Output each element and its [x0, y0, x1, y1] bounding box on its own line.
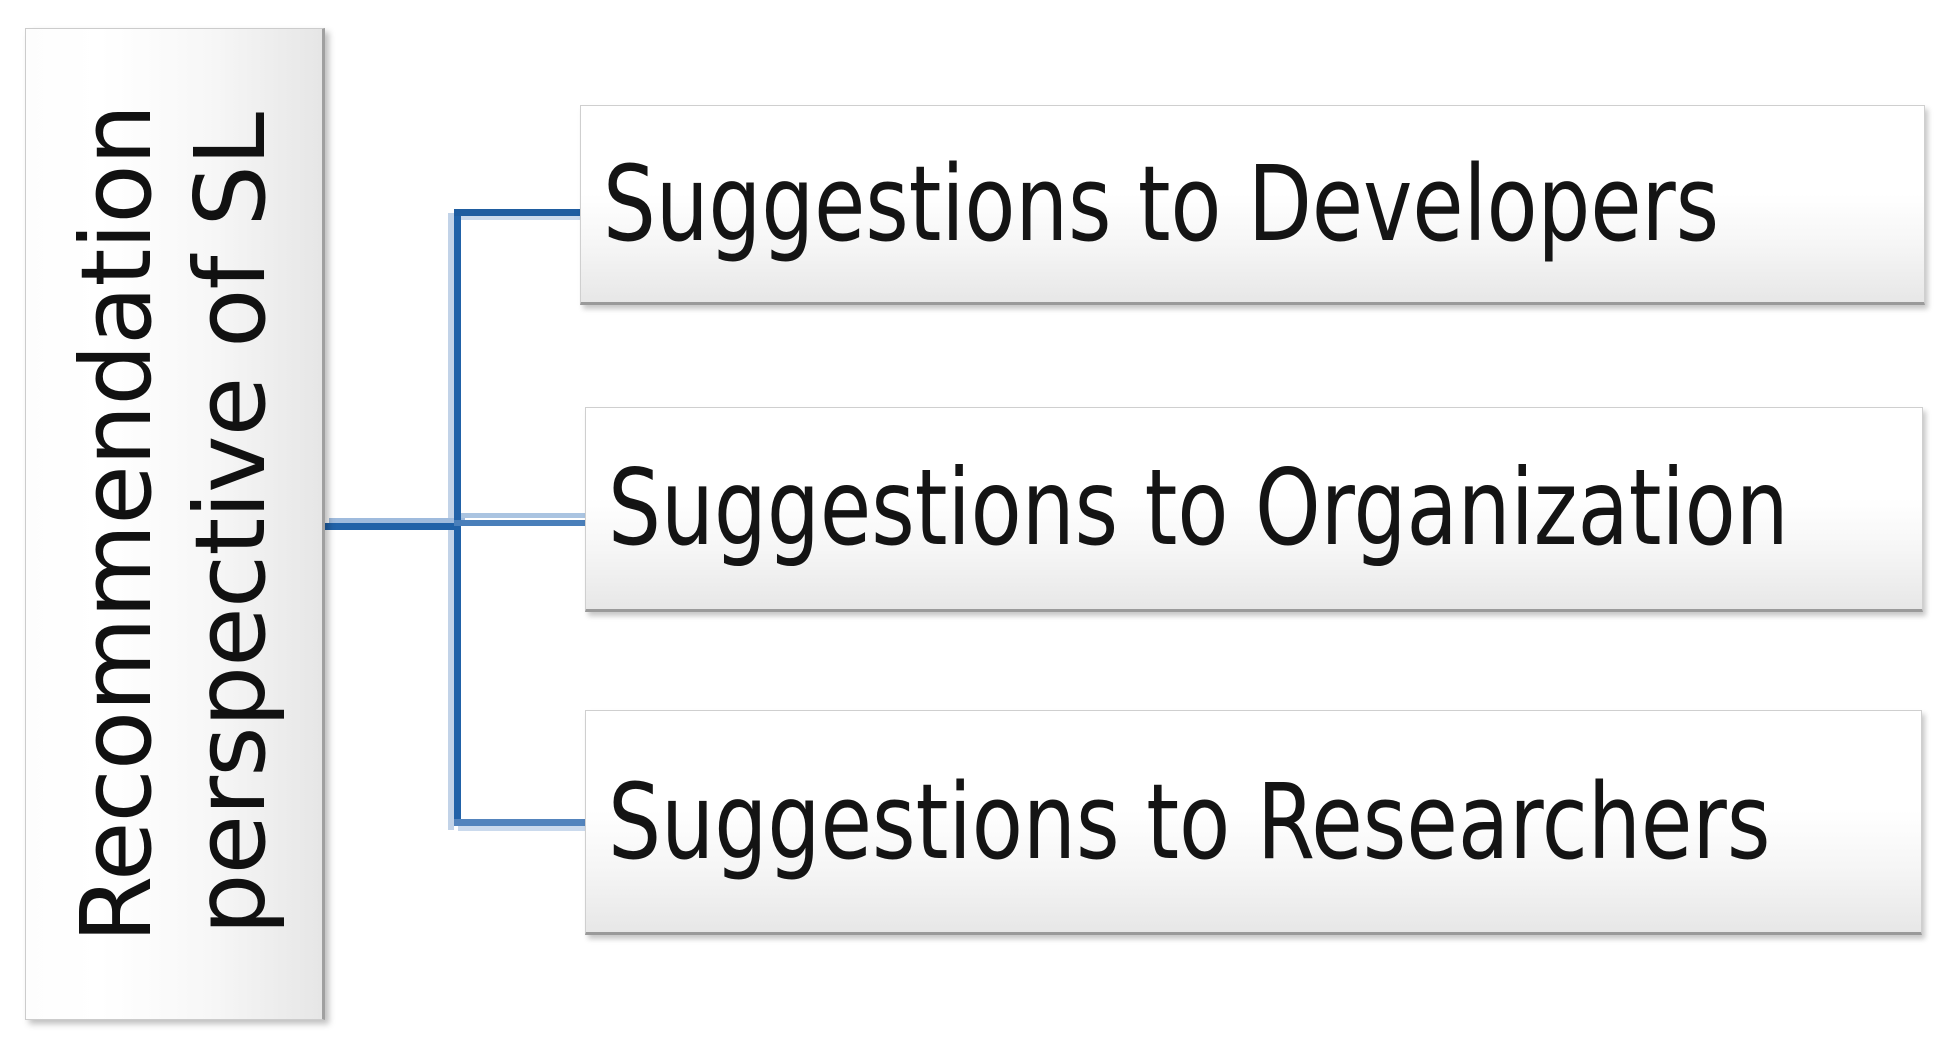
connector-stem-shadow	[329, 518, 465, 523]
connector-stem	[325, 523, 461, 530]
connector-branch-2	[454, 520, 589, 526]
connector-branch-1-shadow	[458, 216, 589, 220]
node-suggestions-to-researchers[interactable]: Suggestions to Researchers	[585, 710, 1922, 935]
connector-branch-3-shadow	[458, 826, 590, 831]
node-suggestions-to-organization[interactable]: Suggestions to Organization	[585, 407, 1923, 612]
node-label: Suggestions to Researchers	[608, 760, 1771, 883]
connector-branch-2-shadow	[458, 513, 593, 518]
node-suggestions-to-developers[interactable]: Suggestions to Developers	[580, 105, 1925, 305]
root-node-recommendation-perspective[interactable]: Recommendation perspective of SL	[25, 28, 325, 1020]
root-node-text-wrapper: Recommendation perspective of SL	[24, 105, 324, 943]
connector-branch-1	[454, 209, 585, 216]
root-node-label-line-1: Recommendation	[59, 104, 173, 944]
node-label: Suggestions to Organization	[608, 447, 1789, 569]
connector-trunk	[454, 209, 461, 826]
node-label: Suggestions to Developers	[603, 143, 1720, 265]
root-node-label-line-2: perspective of SL	[174, 112, 288, 936]
connector-branch-3	[454, 819, 586, 826]
